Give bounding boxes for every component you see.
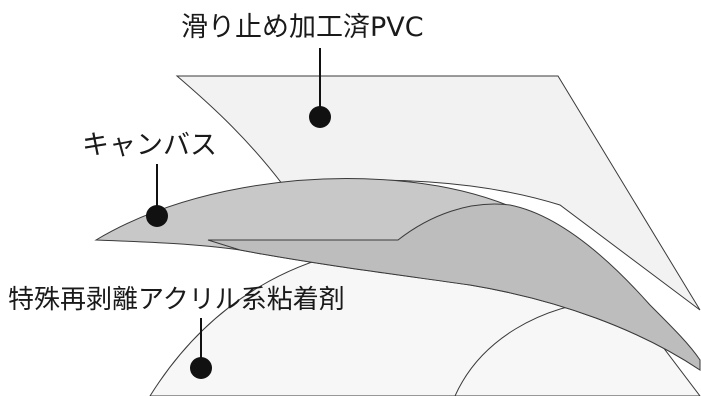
canvas-layer-label: キャンバス [82, 130, 217, 161]
canvas-inner-fold [207, 203, 701, 371]
adhesive-layer-label: 特殊再剥離アクリル系粘着剤 [8, 285, 345, 315]
adhesive-marker-dot [190, 357, 212, 379]
canvas-marker-dot [146, 205, 168, 227]
pvc-layer-label: 滑り止め加工済PVC [181, 12, 424, 43]
pvc-marker-dot [309, 106, 331, 128]
